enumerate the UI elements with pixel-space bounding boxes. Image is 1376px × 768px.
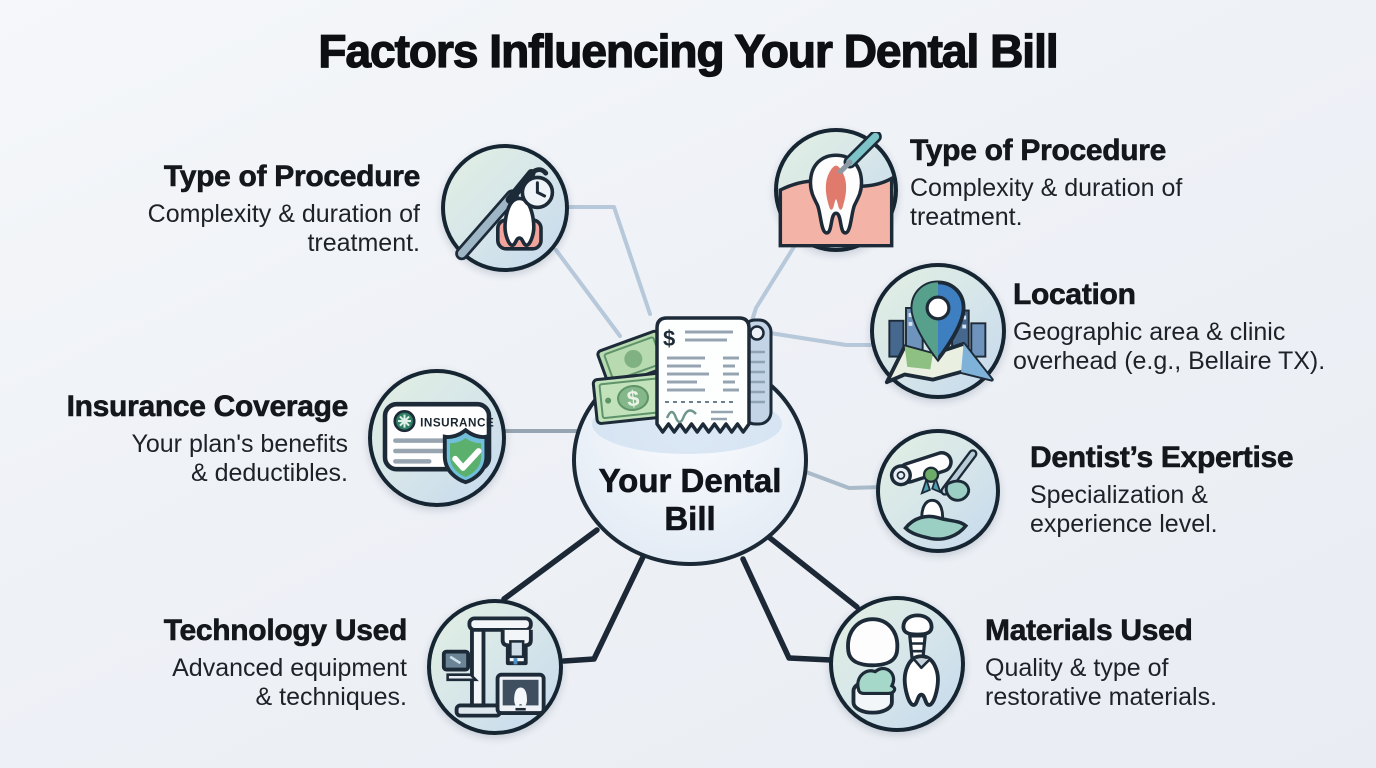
factor-title: Type of Procedure [163, 160, 421, 194]
technology-used-circle [427, 599, 563, 735]
factor-location: Location Geographic area & clinic overhe… [1013, 278, 1373, 376]
factor-description: Complexity & duration of treatment. [147, 200, 420, 257]
factor-description: Specialization & experience level. [1030, 481, 1218, 538]
insurance-coverage-circle: INSURANCE [368, 369, 506, 507]
factor-title: Type of Procedure [910, 134, 1167, 168]
receipt-dollar-sign: $ [663, 326, 675, 351]
money-receipt-icon: $ $ [591, 316, 782, 454]
factor-type-of-procedure-left: Type of Procedure Complexity & duration … [50, 160, 421, 258]
factor-type-of-procedure-right: Type of Procedure Complexity & duration … [910, 134, 1330, 232]
connector-materials-a [767, 535, 860, 610]
type-of-procedure-right-circle [774, 128, 898, 252]
location-circle [870, 263, 1006, 399]
factor-insurance-coverage: Insurance Coverage Your plan's benefits … [0, 390, 348, 488]
central-label-line1: Your Dental [598, 462, 782, 500]
factor-title: Dentist’s Expertise [1030, 441, 1294, 475]
factor-description: Your plan's benefits & deductibles. [131, 430, 348, 487]
factor-description: Quality & type of restorative materials. [985, 654, 1218, 711]
factor-description: Advanced equipment & techniques. [172, 654, 407, 711]
central-node-label: Your Dental Bill [576, 462, 804, 538]
connector-procedure-left-b [554, 248, 622, 338]
connector-procedure-left-a [566, 205, 652, 316]
factor-description: Geographic area & clinic overhead (e.g.,… [1013, 318, 1326, 375]
dental-probe-clock-icon [455, 167, 555, 261]
dental-materials-icon [846, 613, 940, 715]
insurance-card-label: INSURANCE [420, 416, 494, 429]
type-of-procedure-left-circle [441, 144, 569, 272]
diploma-dental-hand-icon [889, 449, 978, 541]
dentists-expertise-circle [876, 429, 1000, 553]
factor-title: Technology Used [163, 614, 407, 648]
page-title: Factors Influencing Your Dental Bill [318, 24, 1060, 77]
factor-dentists-expertise: Dentist’s Expertise Specialization & exp… [1030, 441, 1376, 539]
map-pin-city-icon [884, 280, 994, 385]
connector-technology-b [561, 554, 646, 664]
connector-location [768, 331, 882, 347]
connector-expertise [804, 470, 886, 490]
factor-description: Complexity & duration of treatment. [910, 174, 1183, 231]
bill-dollar-sign: $ [626, 385, 641, 411]
factor-title: Materials Used [985, 614, 1193, 648]
connector-technology-a [501, 527, 600, 602]
factor-technology-used: Technology Used Advanced equipment & tec… [27, 614, 407, 712]
insurance-card-shield-icon: INSURANCE [382, 401, 494, 485]
factor-title: Insurance Coverage [66, 390, 348, 424]
central-label-line2: Bill [664, 500, 716, 538]
materials-used-circle [829, 596, 965, 732]
factor-materials-used: Materials Used Quality & type of restora… [985, 614, 1375, 712]
connector-materials-b [740, 556, 834, 663]
xray-machine-icon [441, 616, 546, 718]
tooth-cross-section-icon [778, 132, 894, 248]
factor-title: Location [1013, 278, 1137, 312]
